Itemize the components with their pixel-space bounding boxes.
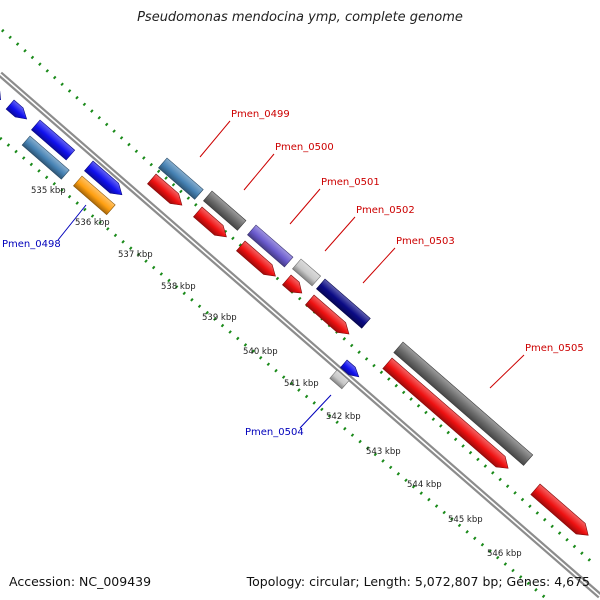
scale-tick-label: 536 kbp bbox=[75, 218, 110, 228]
genome-stats-text: Topology: circular; Length: 5,072,807 bp… bbox=[246, 574, 590, 589]
gene-feature-red[interactable] bbox=[530, 483, 593, 541]
gene-label[interactable]: Pmen_0499 bbox=[231, 109, 290, 120]
gene-feature-blue[interactable] bbox=[84, 160, 126, 200]
gene-feature-steel[interactable] bbox=[158, 157, 204, 200]
gene-feature-blue[interactable] bbox=[31, 119, 76, 161]
gene-feature-light_gray[interactable] bbox=[292, 258, 322, 287]
gene-feature-red[interactable] bbox=[305, 294, 353, 339]
gene-feature-steel[interactable] bbox=[21, 135, 70, 180]
gene-labels: Pmen_0498 Pmen_0499Pmen_0500Pmen_0501Pmen… bbox=[2, 109, 584, 438]
gene-label[interactable]: Pmen_0498 bbox=[2, 239, 61, 250]
gene-label[interactable]: Pmen_0500 bbox=[275, 142, 334, 153]
scale-tick-label: 545 kbp bbox=[448, 515, 483, 525]
label-leaders bbox=[57, 120, 525, 429]
label-leader-line bbox=[289, 188, 321, 225]
gene-feature-red[interactable] bbox=[147, 173, 186, 210]
scale-tick-label: 541 kbp bbox=[284, 379, 319, 389]
outer-tick-ring bbox=[0, 28, 597, 567]
scale-tick-label: 544 kbp bbox=[407, 480, 442, 490]
gene-feature-light_gray[interactable] bbox=[329, 369, 350, 390]
label-leader-line bbox=[299, 394, 332, 429]
gene-label[interactable]: Pmen_0501 bbox=[321, 177, 380, 188]
backbone-line-inner bbox=[0, 73, 600, 597]
gene-feature-red[interactable] bbox=[382, 357, 513, 474]
scale-tick-label: 535 kbp bbox=[31, 186, 66, 196]
label-leader-line bbox=[57, 204, 87, 241]
label-leader-line bbox=[324, 216, 356, 252]
gene-feature-blue[interactable] bbox=[5, 99, 30, 123]
scale-tick-label: 542 kbp bbox=[326, 412, 361, 422]
gene-feature-red[interactable] bbox=[282, 274, 306, 298]
gene-feature-dark_gray[interactable] bbox=[393, 341, 534, 466]
scale-tick-label: 540 kbp bbox=[243, 347, 278, 357]
accession-text: Accession: NC_009439 bbox=[9, 574, 152, 589]
label-leader-line bbox=[489, 354, 525, 389]
gene-feature-slate[interactable] bbox=[247, 224, 294, 268]
gene-label[interactable]: Pmen_0504 bbox=[245, 427, 304, 438]
scale-tick-label: 546 kbp bbox=[487, 549, 522, 559]
gene-feature-red[interactable] bbox=[236, 240, 279, 281]
label-leader-line bbox=[199, 120, 231, 158]
scale-tick-label: 537 kbp bbox=[118, 250, 153, 260]
label-leader-line bbox=[243, 153, 275, 191]
label-leader-line bbox=[362, 247, 396, 284]
gene-feature-red[interactable] bbox=[193, 206, 230, 242]
gene-label[interactable]: Pmen_0505 bbox=[525, 343, 584, 354]
scale-tick-label: 543 kbp bbox=[366, 447, 401, 457]
scale-tick-label: 538 kbp bbox=[161, 282, 196, 292]
scale-tick-label: 539 kbp bbox=[202, 313, 237, 323]
gene-feature-navy[interactable] bbox=[316, 278, 371, 329]
gene-track bbox=[0, 85, 593, 541]
gene-label[interactable]: Pmen_0502 bbox=[356, 205, 415, 216]
gene-label[interactable]: Pmen_0503 bbox=[396, 236, 455, 247]
map-title: Pseudomonas mendocina ymp, complete geno… bbox=[137, 10, 463, 25]
gene-feature-dark_gray[interactable] bbox=[203, 190, 247, 231]
gene-feature-orange[interactable] bbox=[73, 175, 116, 216]
gene-feature-blue[interactable] bbox=[0, 85, 5, 104]
gene-feature-blue[interactable] bbox=[340, 359, 362, 381]
scale-labels: 535 kbp 536 kbp 537 kbp 538 kbp 539 kbp 540 k… bbox=[31, 186, 522, 559]
inner-tick-ring bbox=[0, 136, 549, 600]
